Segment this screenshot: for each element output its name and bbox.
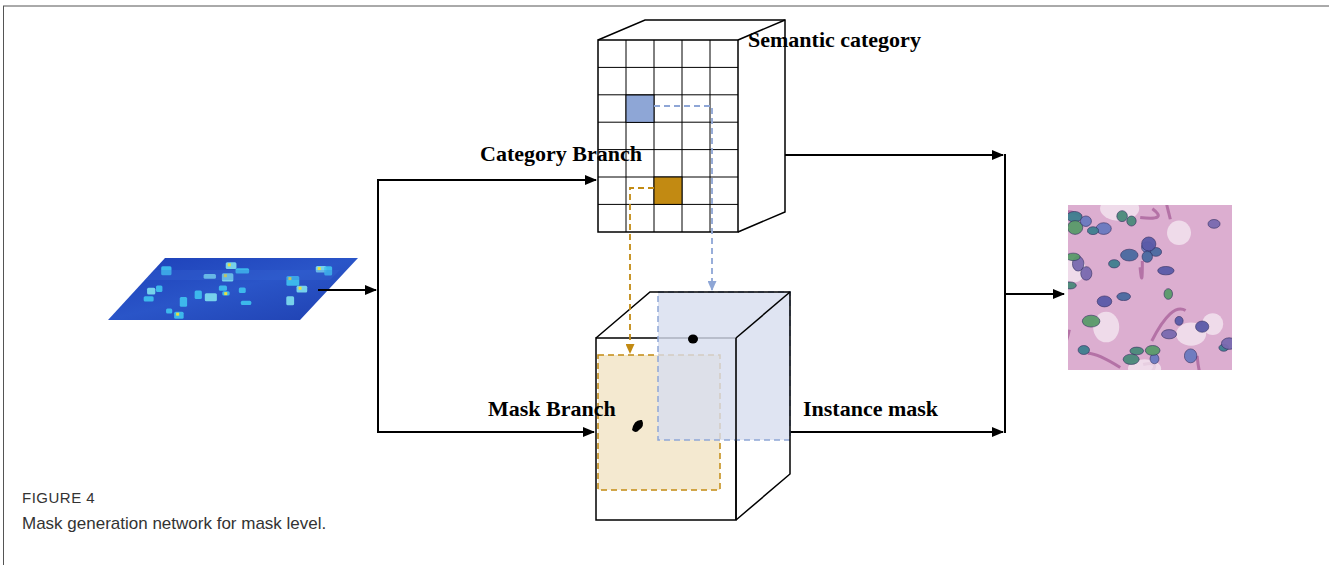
figure-number: FIGURE 4 xyxy=(22,489,95,506)
segmented-output xyxy=(1068,205,1232,370)
branch-label: Mask Branch xyxy=(488,396,616,422)
figure-caption: Mask generation network for mask level. xyxy=(22,514,326,534)
output-label: Semantic category xyxy=(748,27,921,53)
branch-label: Category Branch xyxy=(480,141,642,167)
output-label: Instance mask xyxy=(803,396,938,422)
mask-cube xyxy=(596,292,790,520)
